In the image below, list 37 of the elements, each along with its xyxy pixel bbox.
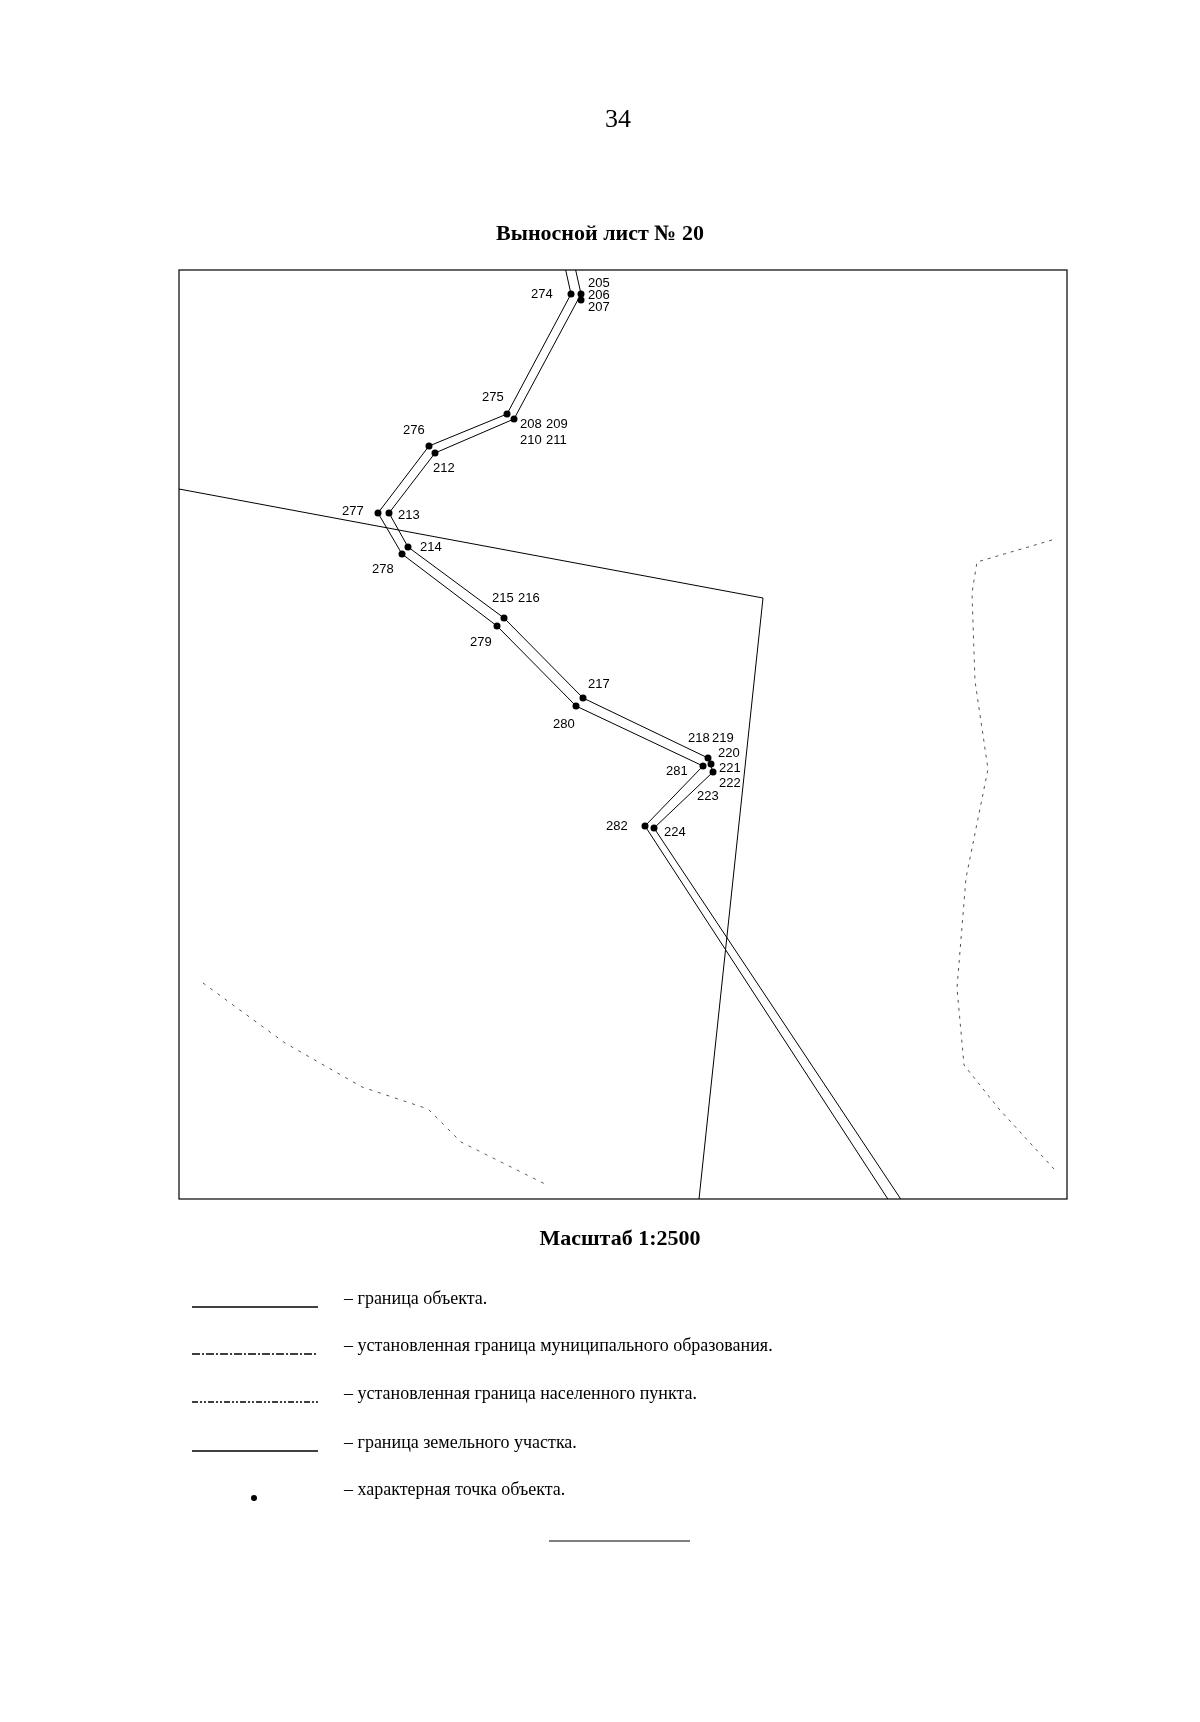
point-number: 207 [588,299,610,315]
legend-text: – установленная граница населенного пункта. [344,1382,698,1404]
scale-caption: Масштаб 1:2500 [538,1225,702,1251]
legend-text: – граница земельного участка. [344,1431,577,1453]
point-number: 274 [531,286,553,302]
point-number: 281 [666,763,688,779]
point-number: 205 [588,275,610,290]
point-number: 278 [372,561,394,577]
point-number: 277 [342,503,364,519]
point-number: 217 [588,676,610,692]
point-number: 208 [520,416,542,432]
point-number: 280 [553,716,575,732]
legend-text: – установленная граница муниципального образования. [344,1334,773,1356]
point-number: 210 [520,432,542,448]
point-number: 218 [688,730,710,746]
legend-text: – характерная точка объекта. [344,1478,566,1500]
point-number: 212 [433,460,455,476]
page-number: 34 [604,104,632,134]
point-number: 275 [482,389,504,405]
point-number: 214 [420,539,442,555]
point-number: 220 [718,745,740,761]
point-number: 224 [664,824,686,840]
point-number: 222 [719,775,741,791]
legend-text: – граница объекта. [344,1287,488,1309]
point-number: 206 [588,287,610,302]
point-number: 221 [719,760,741,776]
point-number: 282 [606,818,628,834]
point-number: 215 [492,590,514,606]
point-number: 213 [398,507,420,523]
point-number: 219 [712,730,734,746]
point-number: 209 [546,416,568,432]
point-number: 223 [697,788,719,804]
point-number: 279 [470,634,492,650]
map-title: Выносной лист № 20 [495,220,705,246]
point-number: 216 [518,590,540,606]
point-number: 211 [546,432,567,448]
point-number: 276 [403,422,425,438]
